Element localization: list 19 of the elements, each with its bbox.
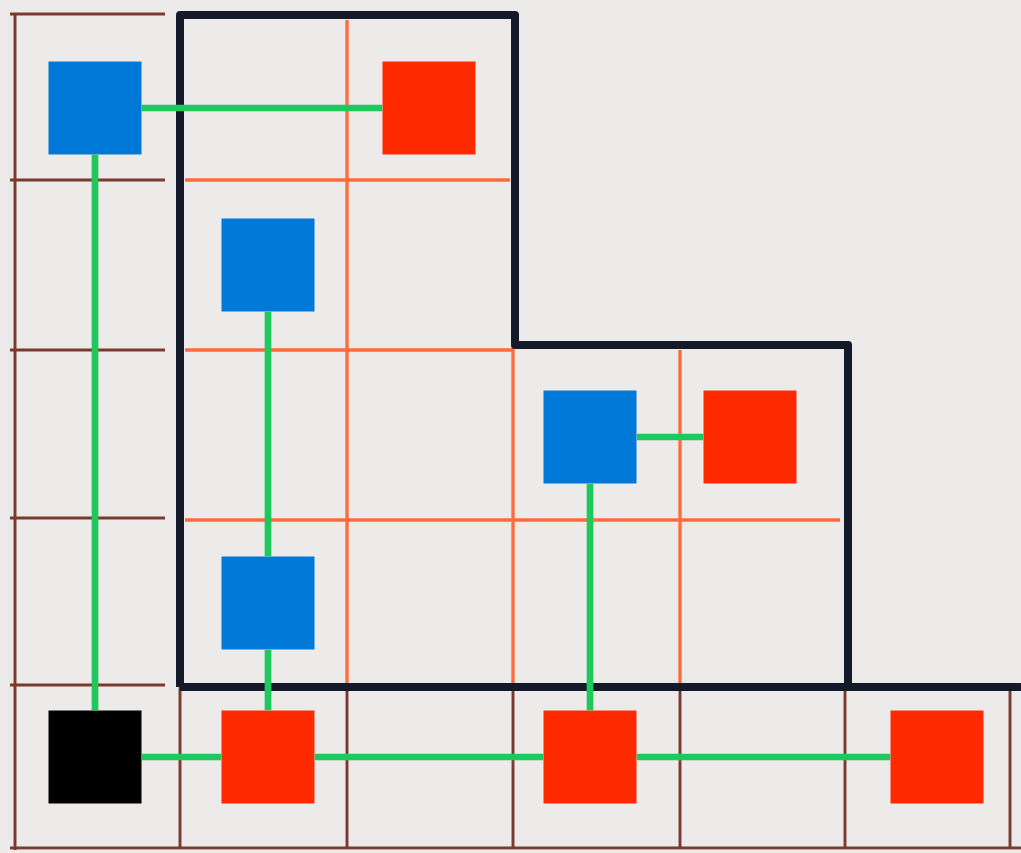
square <box>48 61 142 155</box>
connector-line <box>636 433 704 441</box>
connector-line <box>91 154 99 711</box>
connector-line <box>586 483 594 711</box>
square <box>543 390 637 484</box>
square <box>221 556 315 650</box>
square <box>890 710 984 804</box>
connector-line <box>141 104 383 112</box>
square <box>221 218 315 312</box>
connector-line <box>264 311 272 557</box>
square <box>221 710 315 804</box>
square <box>382 61 476 155</box>
connector-line <box>264 649 272 711</box>
connector-line <box>314 753 544 761</box>
connector-line <box>141 753 222 761</box>
square <box>703 390 797 484</box>
square <box>48 710 142 804</box>
square <box>543 710 637 804</box>
connector-line <box>636 753 891 761</box>
